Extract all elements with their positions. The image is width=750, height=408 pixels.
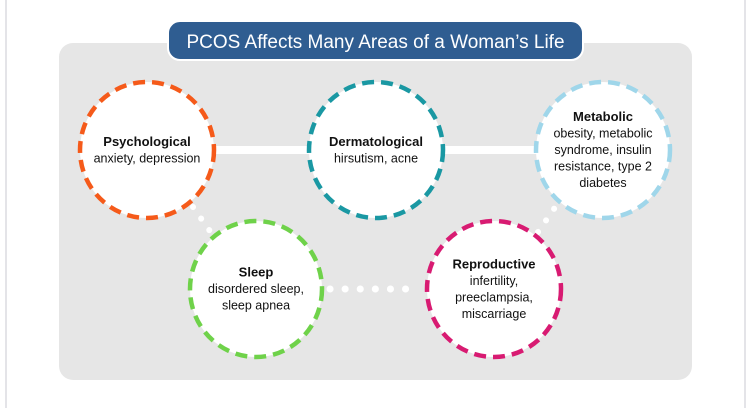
sleep-title: Sleep — [239, 265, 274, 280]
psychological-circle — [77, 79, 217, 221]
area-metabolic: Metabolic obesity, metabolic syndrome, ins… — [533, 79, 673, 221]
dermatological-detail-line: hirsutism, acne — [334, 151, 418, 165]
dotted-connector-psych-sleep — [190, 204, 215, 237]
solid-connector-derm-metabolic — [440, 146, 550, 154]
metabolic-detail-line: resistance, type 2 — [554, 160, 652, 174]
psychological-title: Psychological — [103, 134, 190, 149]
sleep-detail-line: sleep apnea — [222, 299, 290, 313]
page-frame — [5, 0, 746, 408]
reproductive-circle — [424, 218, 564, 360]
dotted-connector-repro-metabolic — [535, 203, 559, 235]
dermatological-title: Dermatological — [329, 134, 423, 149]
metabolic-title: Metabolic — [573, 109, 633, 124]
reproductive-detail-line: miscarriage — [462, 307, 527, 321]
metabolic-detail-line: diabetes — [579, 176, 626, 190]
psychological-detail-line: anxiety, depression — [94, 151, 201, 165]
dermatological-circle — [306, 79, 446, 221]
reproductive-detail-line: preeclampsia, — [455, 290, 533, 304]
solid-connector-psych-derm — [210, 146, 380, 154]
area-sleep: Sleep disordered sleep, sleep apnea — [187, 218, 325, 360]
metabolic-circle — [533, 79, 673, 221]
sleep-detail-line: disordered sleep, — [208, 282, 304, 296]
area-reproductive: Reproductive infertility, preeclampsia, mis… — [424, 218, 564, 360]
diagram-title: PCOS Affects Many Areas of a Woman’s Lif… — [186, 32, 564, 53]
sleep-circle — [187, 218, 325, 360]
metabolic-detail-line: syndrome, insulin — [554, 143, 651, 157]
connectors — [190, 146, 559, 293]
reproductive-detail-line: infertility, — [470, 274, 518, 288]
area-psychological: Psychological anxiety, depression — [77, 79, 217, 221]
area-dermatological: Dermatological hirsutism, acne — [306, 79, 446, 221]
metabolic-detail-line: obesity, metabolic — [553, 127, 652, 141]
reproductive-title: Reproductive — [452, 256, 535, 271]
title-banner — [167, 20, 584, 61]
